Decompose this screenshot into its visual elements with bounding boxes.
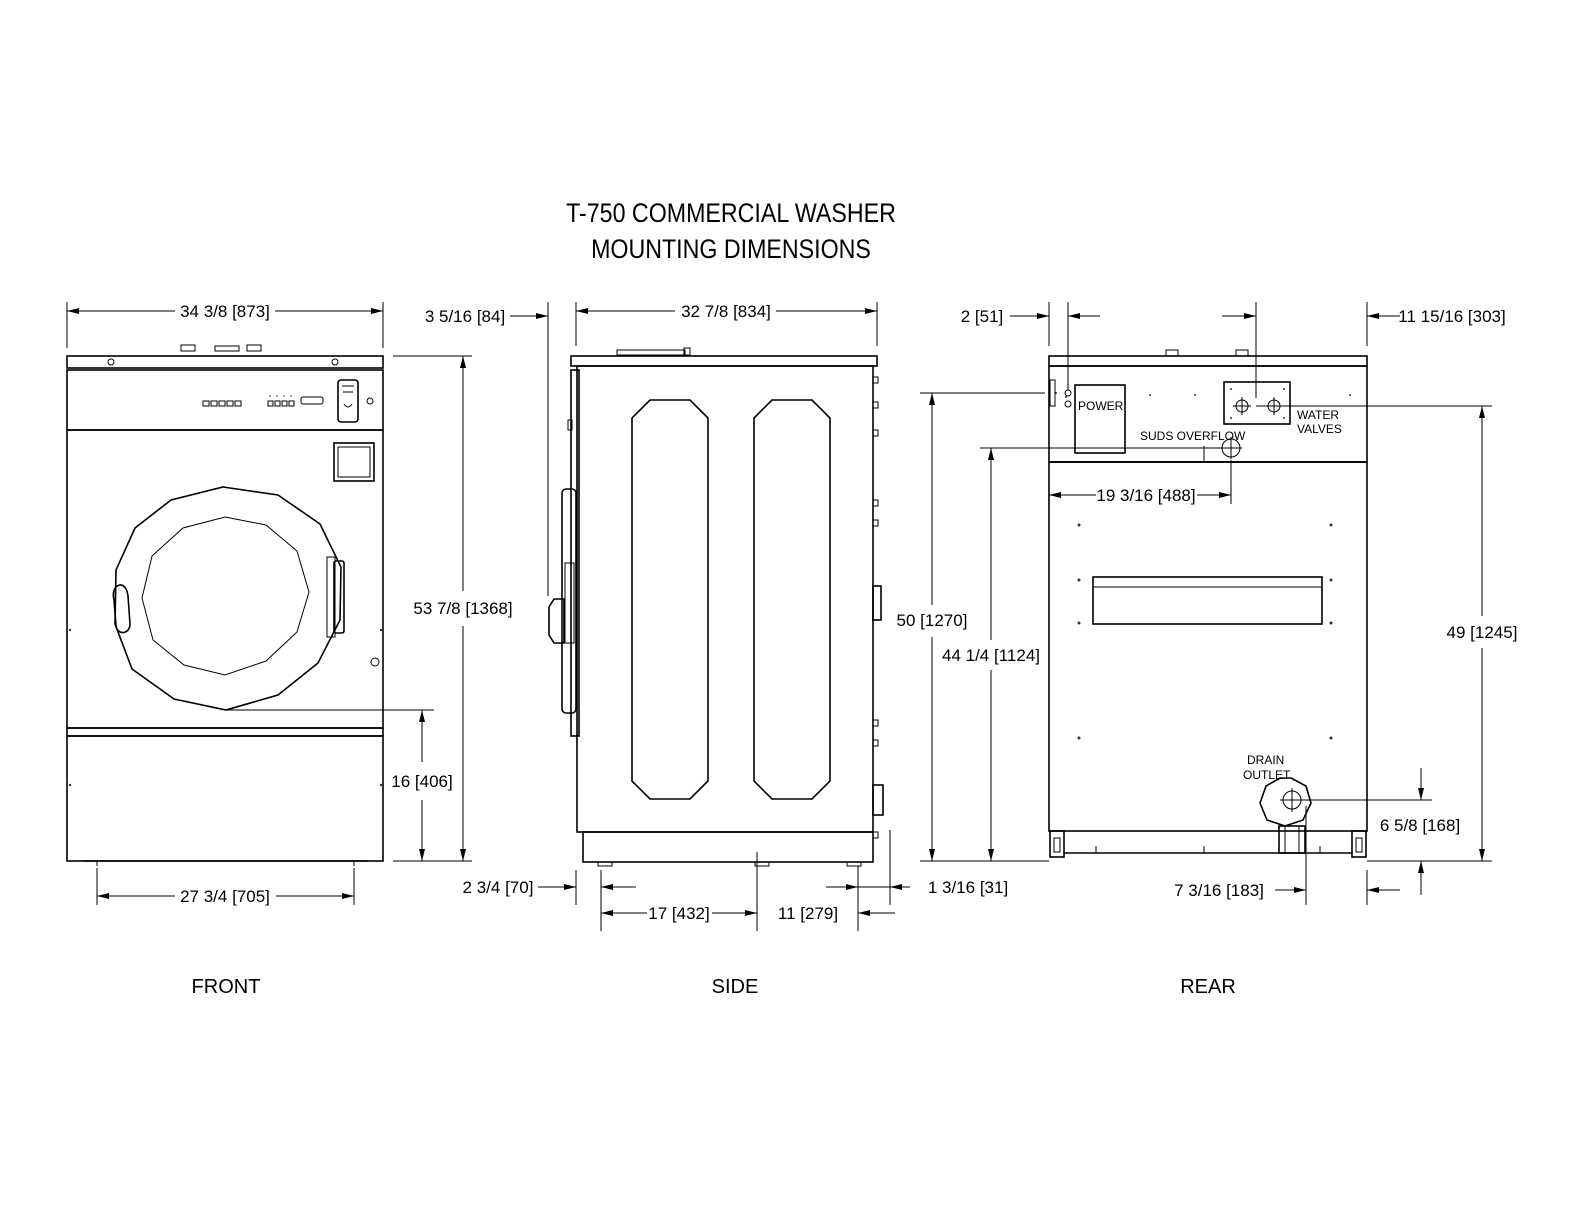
rear-suds-height-dimension: 44 1/4 [1124] bbox=[942, 646, 1040, 665]
side-front-offset-dimension: 2 3/4 [70] bbox=[463, 878, 534, 897]
front-view-label: FRONT bbox=[192, 976, 261, 998]
side-top-offset-dimension: 3 5/16 [84] bbox=[425, 307, 505, 326]
front-base-width-dimension: 27 3/4 [705] bbox=[180, 887, 270, 906]
front-dimensions: 34 3/8 [873] 53 7/8 [1368] 16 [406] 27 3… bbox=[66, 302, 513, 906]
front-door-height-dimension: 16 [406] bbox=[391, 772, 452, 791]
rear-drain-offset-dimension: 7 3/16 [183] bbox=[1174, 881, 1264, 900]
side-rear-foot-dimension: 11 [279] bbox=[778, 904, 838, 923]
rear-drain-height-dimension: 6 5/8 [168] bbox=[1380, 816, 1460, 835]
front-width-dimension: 34 3/8 [873] bbox=[180, 302, 270, 321]
suds-overflow-label: SUDS OVERFLOW bbox=[1140, 429, 1246, 443]
rear-power-offset-dimension: 2 [51] bbox=[961, 307, 1004, 326]
front-height-dimension: 53 7/8 [1368] bbox=[413, 599, 512, 618]
front-view bbox=[66, 344, 384, 866]
water-valves-label-2: VALVES bbox=[1297, 422, 1342, 436]
side-foot-spacing-dimension: 17 [432] bbox=[648, 904, 709, 923]
rear-valves-offset-dimension: 11 15/16 [303] bbox=[1398, 307, 1505, 326]
side-dimensions: 3 5/16 [84] 32 7/8 [834] 2 3/4 [70] 17 [… bbox=[425, 302, 1008, 931]
rear-valves-height-dimension: 49 [1245] bbox=[1447, 623, 1518, 642]
power-label: POWER bbox=[1078, 399, 1124, 413]
drawing-title-line2: MOUNTING DIMENSIONS bbox=[591, 234, 871, 264]
rear-view-label: REAR bbox=[1180, 976, 1236, 998]
rear-view: POWER WATER VALVES SUDS OVERFLOW bbox=[1048, 349, 1368, 858]
rear-dimensions: 2 [51] 11 15/16 [303] 50 [1270] 44 1/4 [… bbox=[897, 302, 1518, 905]
rear-power-height-dimension: 50 [1270] bbox=[897, 611, 968, 630]
drain-label-1: DRAIN bbox=[1247, 753, 1284, 767]
side-rear-offset-dimension: 1 3/16 [31] bbox=[928, 878, 1008, 897]
rear-suds-offset-dimension: 19 3/16 [488] bbox=[1096, 486, 1195, 505]
side-depth-dimension: 32 7/8 [834] bbox=[681, 302, 771, 321]
drawing-title-line1: T-750 COMMERCIAL WASHER bbox=[566, 198, 896, 228]
side-view bbox=[548, 347, 884, 867]
water-valves-label-1: WATER bbox=[1297, 408, 1339, 422]
side-view-label: SIDE bbox=[712, 976, 759, 998]
drain-label-2: OUTLET bbox=[1243, 768, 1291, 782]
